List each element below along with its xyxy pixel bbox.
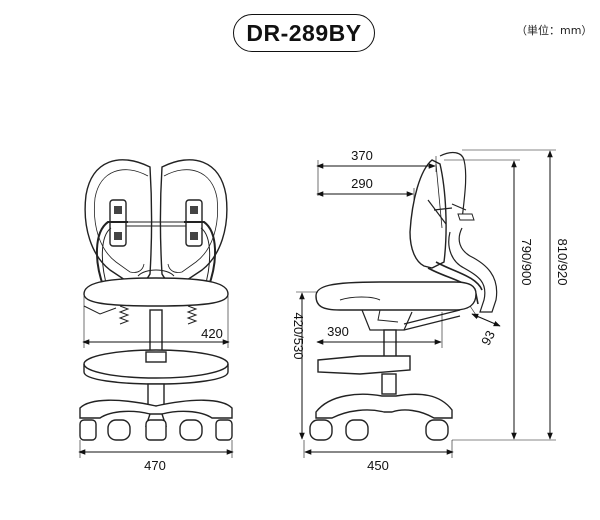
backrest-frame	[95, 221, 217, 289]
unit-note: （単位：mm）	[516, 24, 593, 37]
model-badge: DR-289BY	[233, 14, 375, 52]
side-seat-height-dimension: 420/530	[291, 291, 318, 440]
side-backrest	[409, 159, 447, 269]
side-base	[315, 393, 453, 419]
seat	[83, 277, 229, 307]
side-base-depth-label: 450	[367, 458, 389, 473]
side-overall-height-dimension: 810/920	[462, 149, 570, 441]
side-backrest-angle-dimension: 93	[469, 305, 501, 348]
front-seat-width-label: 420	[201, 326, 223, 341]
backrest-left-lobe	[84, 159, 153, 284]
casters-side	[309, 419, 449, 441]
side-seat	[315, 281, 477, 311]
side-backrest-height-dimension: 790/900	[444, 159, 534, 441]
side-view-chair	[309, 151, 498, 441]
side-overall-height-label: 810/920	[555, 239, 570, 286]
backrest-right-lobe	[159, 159, 228, 284]
casters-front	[79, 419, 233, 441]
model-name: DR-289BY	[246, 19, 362, 46]
front-seat-width-dimension: 420	[82, 296, 230, 348]
side-seat-height-label: 420/530	[291, 313, 306, 360]
front-view-chair	[79, 159, 233, 441]
base-legs	[79, 399, 233, 419]
seat-springs	[118, 305, 198, 325]
front-base-width-label: 470	[144, 458, 166, 473]
side-footrest	[317, 355, 411, 375]
side-backrest-depth-dimension: 290	[316, 176, 415, 200]
side-backrest-depth-label: 290	[351, 176, 373, 191]
side-top-depth-dimension: 370	[316, 148, 437, 196]
side-top-depth-label: 370	[351, 148, 373, 163]
side-seat-depth-dimension: 390	[316, 312, 443, 348]
front-base-width-dimension: 470	[78, 440, 234, 473]
side-base-depth-dimension: 450	[303, 440, 454, 473]
side-backrest-height-label: 790/900	[519, 239, 534, 286]
side-backrest-angle-label: 93	[478, 328, 498, 348]
side-seat-depth-label: 390	[327, 324, 349, 339]
